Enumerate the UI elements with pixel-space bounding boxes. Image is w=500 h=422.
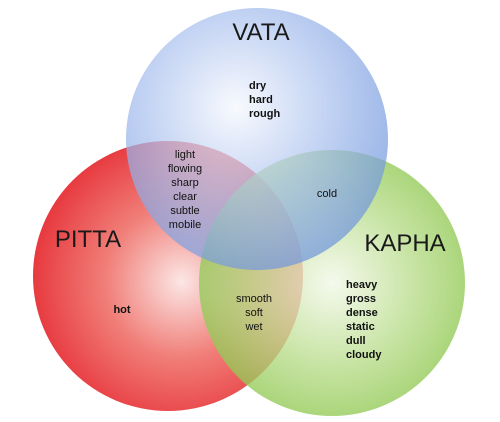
trait-rough: rough	[249, 108, 280, 120]
trait-smooth: smooth	[236, 293, 272, 305]
pitta-title: PITTA	[55, 226, 121, 253]
trait-flowing: flowing	[168, 163, 202, 175]
pitta-kapha-traits: smooth soft wet	[236, 293, 272, 333]
vata-title: VATA	[232, 19, 289, 46]
trait-cold: cold	[317, 188, 337, 200]
trait-clear: clear	[173, 191, 197, 203]
trait-heavy: heavy	[346, 279, 378, 291]
trait-mobile: mobile	[169, 219, 201, 231]
kapha-traits: heavy gross dense static dull cloudy	[346, 279, 382, 361]
trait-dull: dull	[346, 335, 366, 347]
trait-hot: hot	[113, 304, 130, 316]
trait-gross: gross	[346, 293, 376, 305]
trait-soft: soft	[245, 307, 263, 319]
trait-static: static	[346, 321, 375, 333]
trait-wet: wet	[244, 321, 262, 333]
trait-sharp: sharp	[171, 177, 199, 189]
trait-light: light	[175, 149, 195, 161]
trait-dense: dense	[346, 307, 378, 319]
vata-circle	[126, 8, 388, 270]
trait-cloudy: cloudy	[346, 349, 382, 361]
trait-hard: hard	[249, 94, 273, 106]
trait-subtle: subtle	[170, 205, 199, 217]
vata-traits: dry hard rough	[249, 80, 280, 120]
trait-dry: dry	[249, 80, 267, 92]
vata-pitta-traits: light flowing sharp clear subtle mobile	[168, 149, 202, 231]
kapha-title: KAPHA	[364, 230, 445, 257]
